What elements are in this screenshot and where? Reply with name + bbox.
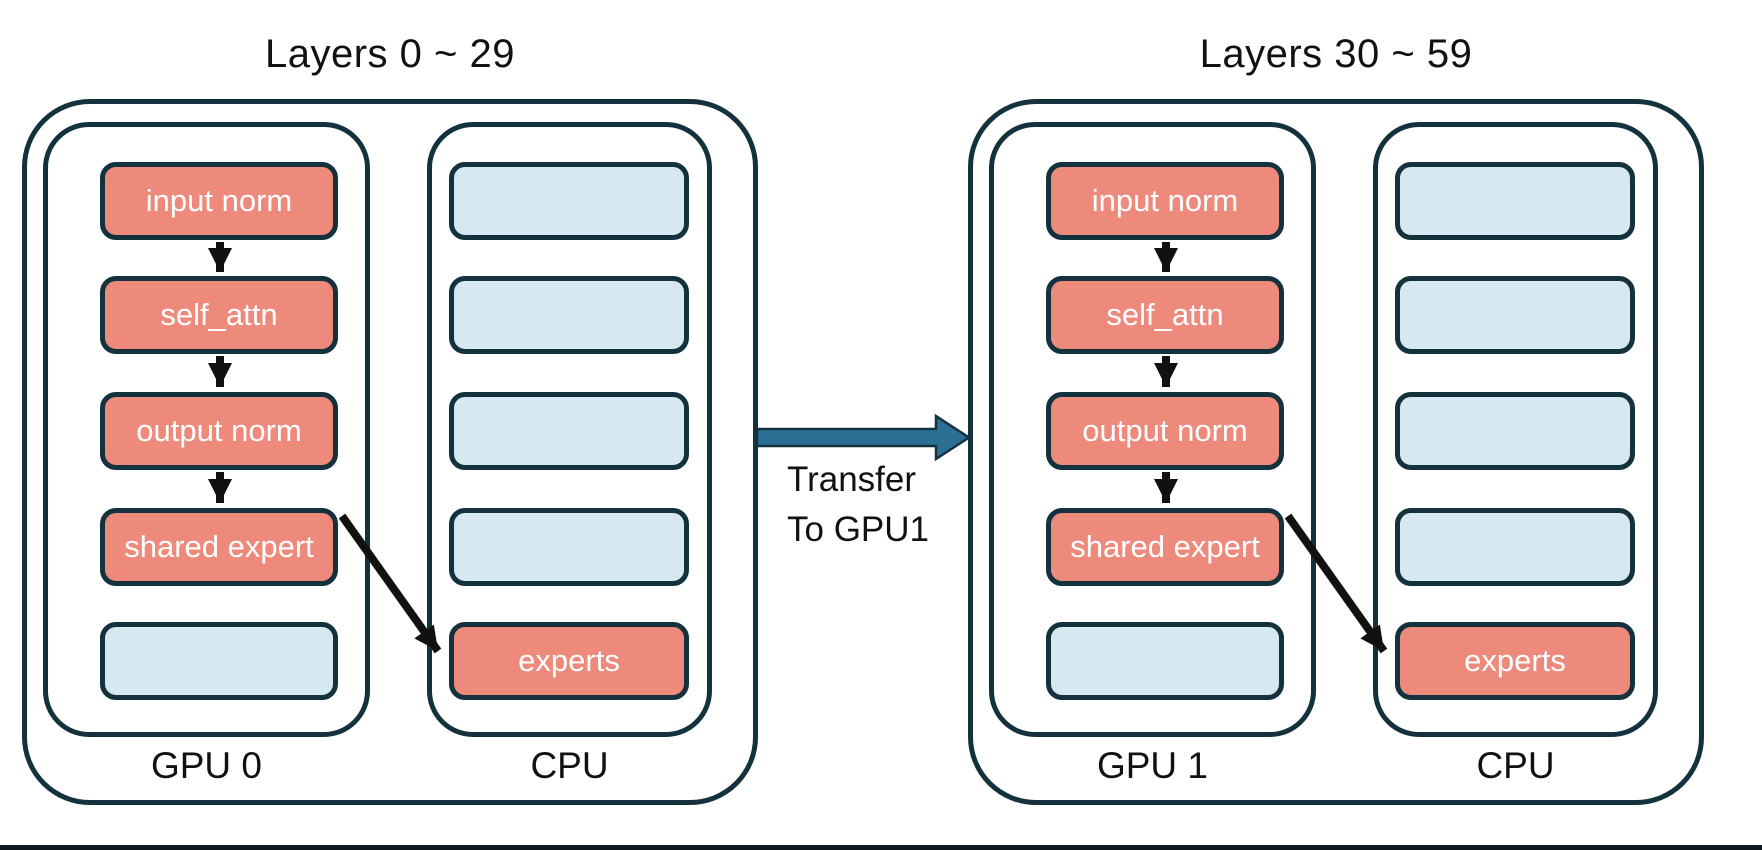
page-title-left: Layers 0 ~ 29 (265, 32, 515, 76)
cpu-label-left: CPU (530, 745, 609, 786)
page-title-right: Layers 30 ~ 59 (1199, 32, 1473, 76)
module-box-self-attn: self_attn (100, 276, 338, 354)
gpu1-label: GPU 1 (1096, 745, 1209, 786)
module-box-self-attn: self_attn (1046, 276, 1284, 354)
gpu0-container: input norm self_attn output norm shared … (43, 122, 370, 737)
empty-slot-box (1395, 276, 1635, 354)
gpu1-container: input norm self_attn output norm shared … (989, 122, 1316, 737)
module-box-input-norm: input norm (100, 162, 338, 240)
cpu-label-right: CPU (1476, 745, 1555, 786)
gpu0-label: GPU 0 (150, 745, 263, 786)
layer-group-0: input norm self_attn output norm shared … (22, 99, 758, 805)
empty-slot-box (449, 162, 689, 240)
empty-slot-box (449, 392, 689, 470)
module-box-output-norm: output norm (100, 392, 338, 470)
empty-slot-box (1395, 508, 1635, 586)
cpu-container-left: experts (427, 122, 712, 737)
module-box-output-norm: output norm (1046, 392, 1284, 470)
cpu-container-right: experts (1373, 122, 1658, 737)
empty-slot-box (449, 508, 689, 586)
module-box-input-norm: input norm (1046, 162, 1284, 240)
transfer-arrow-icon (755, 413, 972, 462)
module-box-shared-expert: shared expert (100, 508, 338, 586)
module-box-shared-expert: shared expert (1046, 508, 1284, 586)
transfer-label: Transfer To GPU1 (787, 455, 929, 555)
module-box-experts: experts (449, 622, 689, 700)
empty-slot-box (100, 622, 338, 700)
module-box-experts: experts (1395, 622, 1635, 700)
empty-slot-box (1395, 392, 1635, 470)
transfer-label-line2: To GPU1 (787, 510, 929, 549)
bottom-bar (0, 845, 1762, 850)
empty-slot-box (1046, 622, 1284, 700)
empty-slot-box (449, 276, 689, 354)
layer-group-1: input norm self_attn output norm shared … (968, 99, 1704, 805)
empty-slot-box (1395, 162, 1635, 240)
transfer-label-line1: Transfer (787, 460, 917, 499)
